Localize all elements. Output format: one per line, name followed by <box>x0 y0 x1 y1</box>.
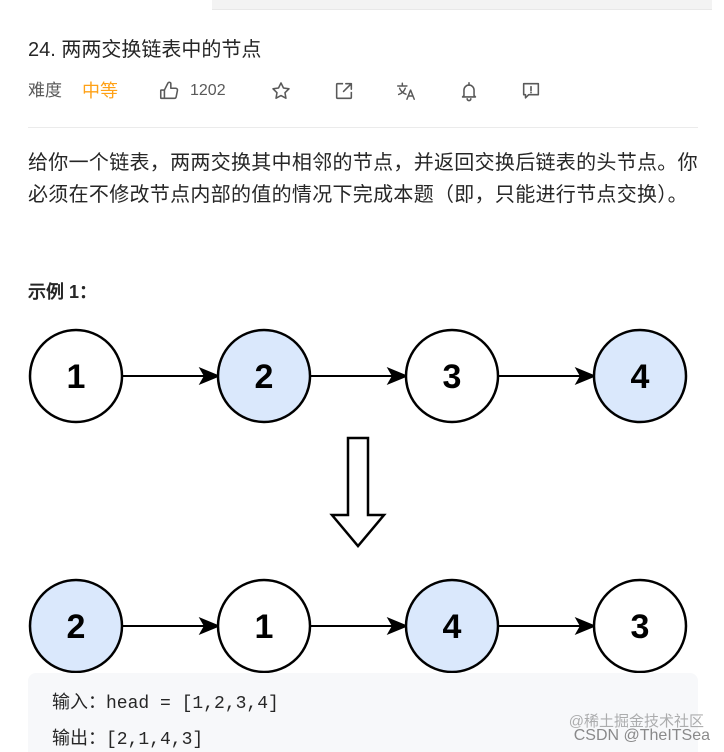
bell-icon[interactable] <box>458 80 480 102</box>
node-circle <box>216 578 312 674</box>
node-circle <box>404 578 500 674</box>
star-icon[interactable] <box>270 80 292 102</box>
node-circle <box>404 328 500 424</box>
arrow-head <box>574 366 597 386</box>
like-count: 1202 <box>190 82 226 99</box>
list-node: 3 <box>404 328 500 424</box>
feedback-button[interactable] <box>520 80 542 102</box>
translate-icon[interactable] <box>395 80 417 102</box>
problem-title: 24. 两两交换链表中的节点 <box>28 39 262 61</box>
node-value: 1 <box>67 358 86 396</box>
favorite-button[interactable] <box>270 80 292 102</box>
share-icon[interactable] <box>333 80 355 102</box>
list-node: 3 <box>592 578 688 674</box>
list-node: 2 <box>216 328 312 424</box>
list-node: 4 <box>592 328 688 424</box>
feedback-icon[interactable] <box>520 80 542 102</box>
arrow-head <box>198 616 221 636</box>
difficulty-badge: 中等 <box>82 81 118 101</box>
linked-list-diagram: 1 2 3 4 2 1 4 3 <box>28 328 688 674</box>
example-input: 输入：head = [1,2,3,4] <box>52 694 279 714</box>
list-node: 4 <box>404 578 500 674</box>
top-panel-edge <box>212 0 712 10</box>
node-circle <box>592 578 688 674</box>
thumbs-up-icon[interactable] <box>158 80 180 102</box>
list-node: 2 <box>28 578 124 674</box>
problem-description: 给你一个链表，两两交换其中相邻的节点，并返回交换后链表的头节点。你必须在不修改节… <box>28 152 698 206</box>
node-value: 1 <box>255 608 274 646</box>
subscribe-button[interactable] <box>458 80 480 102</box>
difficulty-label: 难度 <box>28 81 62 100</box>
list-before <box>122 366 597 386</box>
node-circle <box>28 578 124 674</box>
translate-button[interactable] <box>395 80 417 102</box>
share-button[interactable] <box>333 80 355 102</box>
node-value: 2 <box>255 358 274 396</box>
node-value: 4 <box>443 608 462 646</box>
example-output: 输出：[2,1,4,3] <box>52 730 204 750</box>
node-value: 2 <box>67 608 86 646</box>
node-circle <box>592 328 688 424</box>
down-arrow-icon <box>329 436 387 548</box>
node-value: 3 <box>443 358 462 396</box>
arrow-head <box>386 366 409 386</box>
node-circle <box>216 328 312 424</box>
divider <box>28 127 698 128</box>
example-code-block: 输入：head = [1,2,3,4] 输出：[2,1,4,3] <box>28 673 698 752</box>
arrow-head <box>198 366 221 386</box>
node-circle <box>28 328 124 424</box>
list-node: 1 <box>216 578 312 674</box>
like-button[interactable]: 1202 <box>158 79 226 103</box>
list-after <box>122 616 597 636</box>
arrow-head <box>386 616 409 636</box>
list-node: 1 <box>28 328 124 424</box>
node-value: 4 <box>631 358 650 396</box>
node-value: 3 <box>631 608 650 646</box>
example-heading: 示例 1： <box>28 282 98 302</box>
arrow-head <box>574 616 597 636</box>
